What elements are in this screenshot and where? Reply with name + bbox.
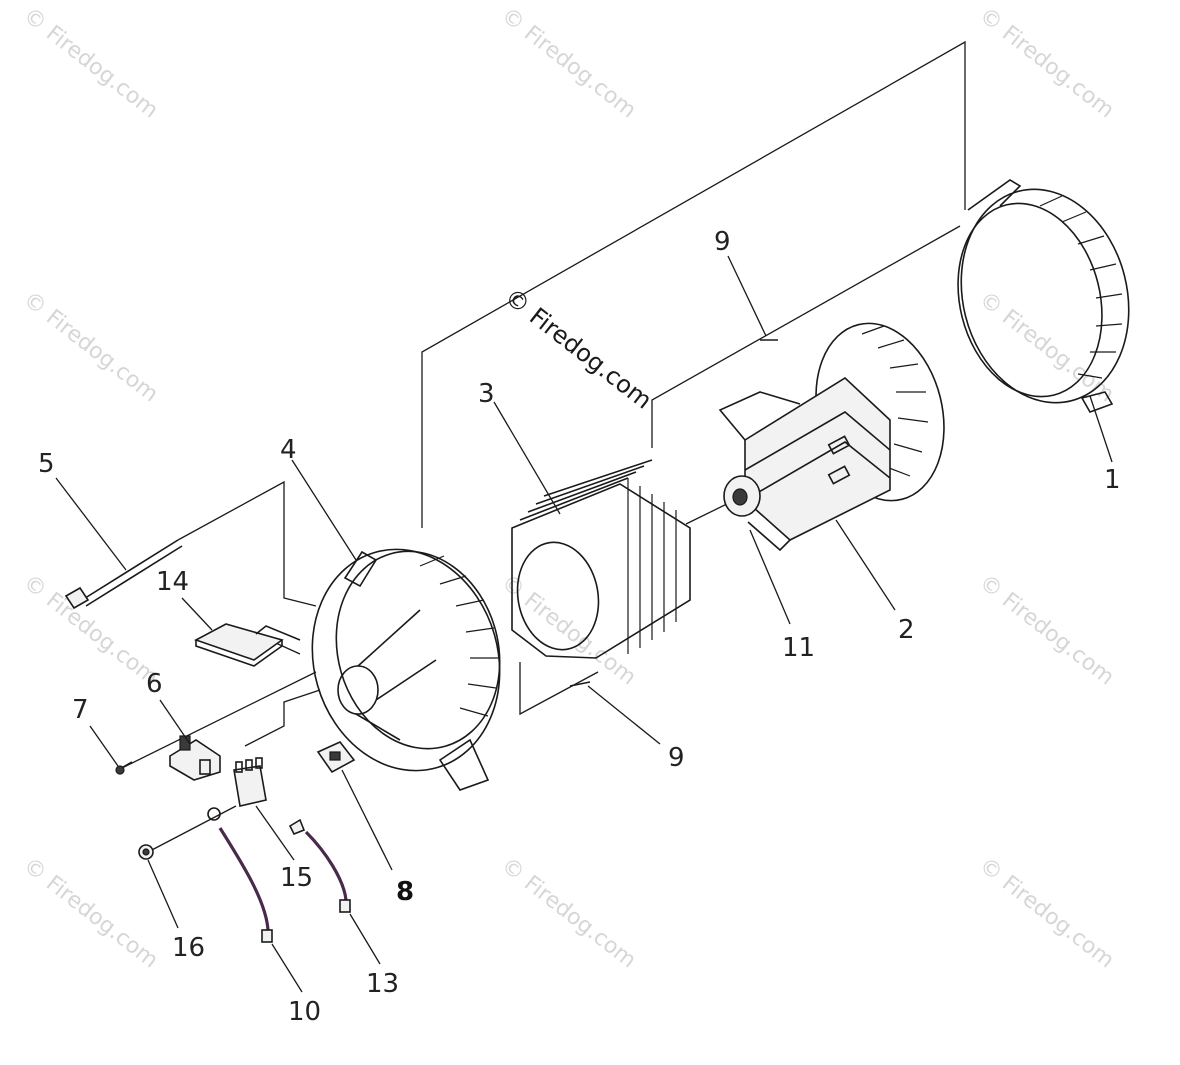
assembly-line-bolt	[177, 480, 317, 607]
callout-16: 16	[172, 933, 205, 963]
callout-2: 2	[898, 615, 915, 645]
watermark-top-left: © Firedog.com	[18, 3, 162, 123]
callout-5: 5	[38, 449, 55, 479]
callout-15: 15	[280, 863, 313, 893]
screw-small	[115, 761, 133, 775]
leader-8	[341, 769, 393, 871]
leader-4	[291, 459, 357, 561]
rear-housing-fins	[1039, 195, 1123, 379]
watermark-top-right: © Firedog.com	[974, 3, 1118, 123]
ground-screw	[138, 844, 154, 860]
callout-9-lower: 9	[668, 743, 685, 773]
assembly-line-ground	[147, 805, 237, 853]
callout-11: 11	[782, 633, 815, 663]
stator	[511, 459, 691, 659]
leader-14	[181, 597, 213, 631]
callout-1: 1	[1104, 465, 1121, 495]
assembly-line-top	[421, 40, 966, 528]
leader-16	[147, 859, 179, 929]
front-end-bell-fins	[419, 555, 498, 717]
rotor-assembly	[718, 322, 945, 552]
front-end-bell	[311, 548, 501, 791]
terminal-block	[233, 757, 267, 807]
assembly-line-terminal	[244, 689, 321, 747]
watermark-low-right: © Firedog.com	[974, 570, 1118, 690]
assembly-line-screw	[117, 671, 317, 771]
assembly-line-rotor	[651, 225, 961, 448]
lead-wire-long	[207, 807, 273, 943]
leader-lines	[55, 255, 1113, 993]
stator-bore	[516, 541, 600, 651]
through-bolt	[64, 539, 183, 610]
watermark-bottom-center: © Firedog.com	[496, 853, 640, 973]
watermark-low-left: © Firedog.com	[18, 570, 162, 690]
cover-plate	[194, 623, 301, 667]
leader-3	[493, 401, 561, 515]
dowel-pin-lower	[569, 681, 591, 687]
watermark-mid-left: © Firedog.com	[18, 287, 162, 407]
callout-14: 14	[156, 567, 189, 597]
assembly-line-coil	[519, 662, 599, 716]
watermark-center: © Firedog.com	[499, 283, 657, 415]
callout-4: 4	[280, 435, 297, 465]
rectifier	[316, 741, 356, 774]
leader-6	[159, 699, 191, 745]
callout-7: 7	[72, 695, 89, 725]
leader-10	[271, 943, 303, 993]
rear-housing	[957, 179, 1130, 413]
callout-6: 6	[146, 669, 163, 699]
leader-13	[349, 913, 381, 965]
leader-7	[89, 725, 119, 767]
callout-8: 8	[396, 877, 414, 907]
callout-labels: 1 2 3 4 5 6 7 8 9 9 10 11 13 14 15 16	[38, 227, 1121, 1027]
callout-10: 10	[288, 997, 321, 1027]
leader-2	[835, 519, 896, 611]
brush-holder	[169, 735, 221, 781]
watermark-bottom-left: © Firedog.com	[18, 853, 162, 973]
callout-3: 3	[478, 379, 495, 409]
leader-5	[55, 477, 127, 571]
leader-15	[255, 805, 295, 861]
leader-9-lower	[587, 685, 661, 745]
watermark-top-center: © Firedog.com	[496, 3, 640, 123]
leader-11	[749, 529, 791, 625]
watermark-bottom-right: © Firedog.com	[974, 853, 1118, 973]
leader-9-upper	[727, 255, 767, 337]
callout-9-upper: 9	[714, 227, 731, 257]
lead-wire-short	[288, 818, 351, 913]
leader-1	[1089, 395, 1113, 463]
callout-13: 13	[366, 969, 399, 999]
